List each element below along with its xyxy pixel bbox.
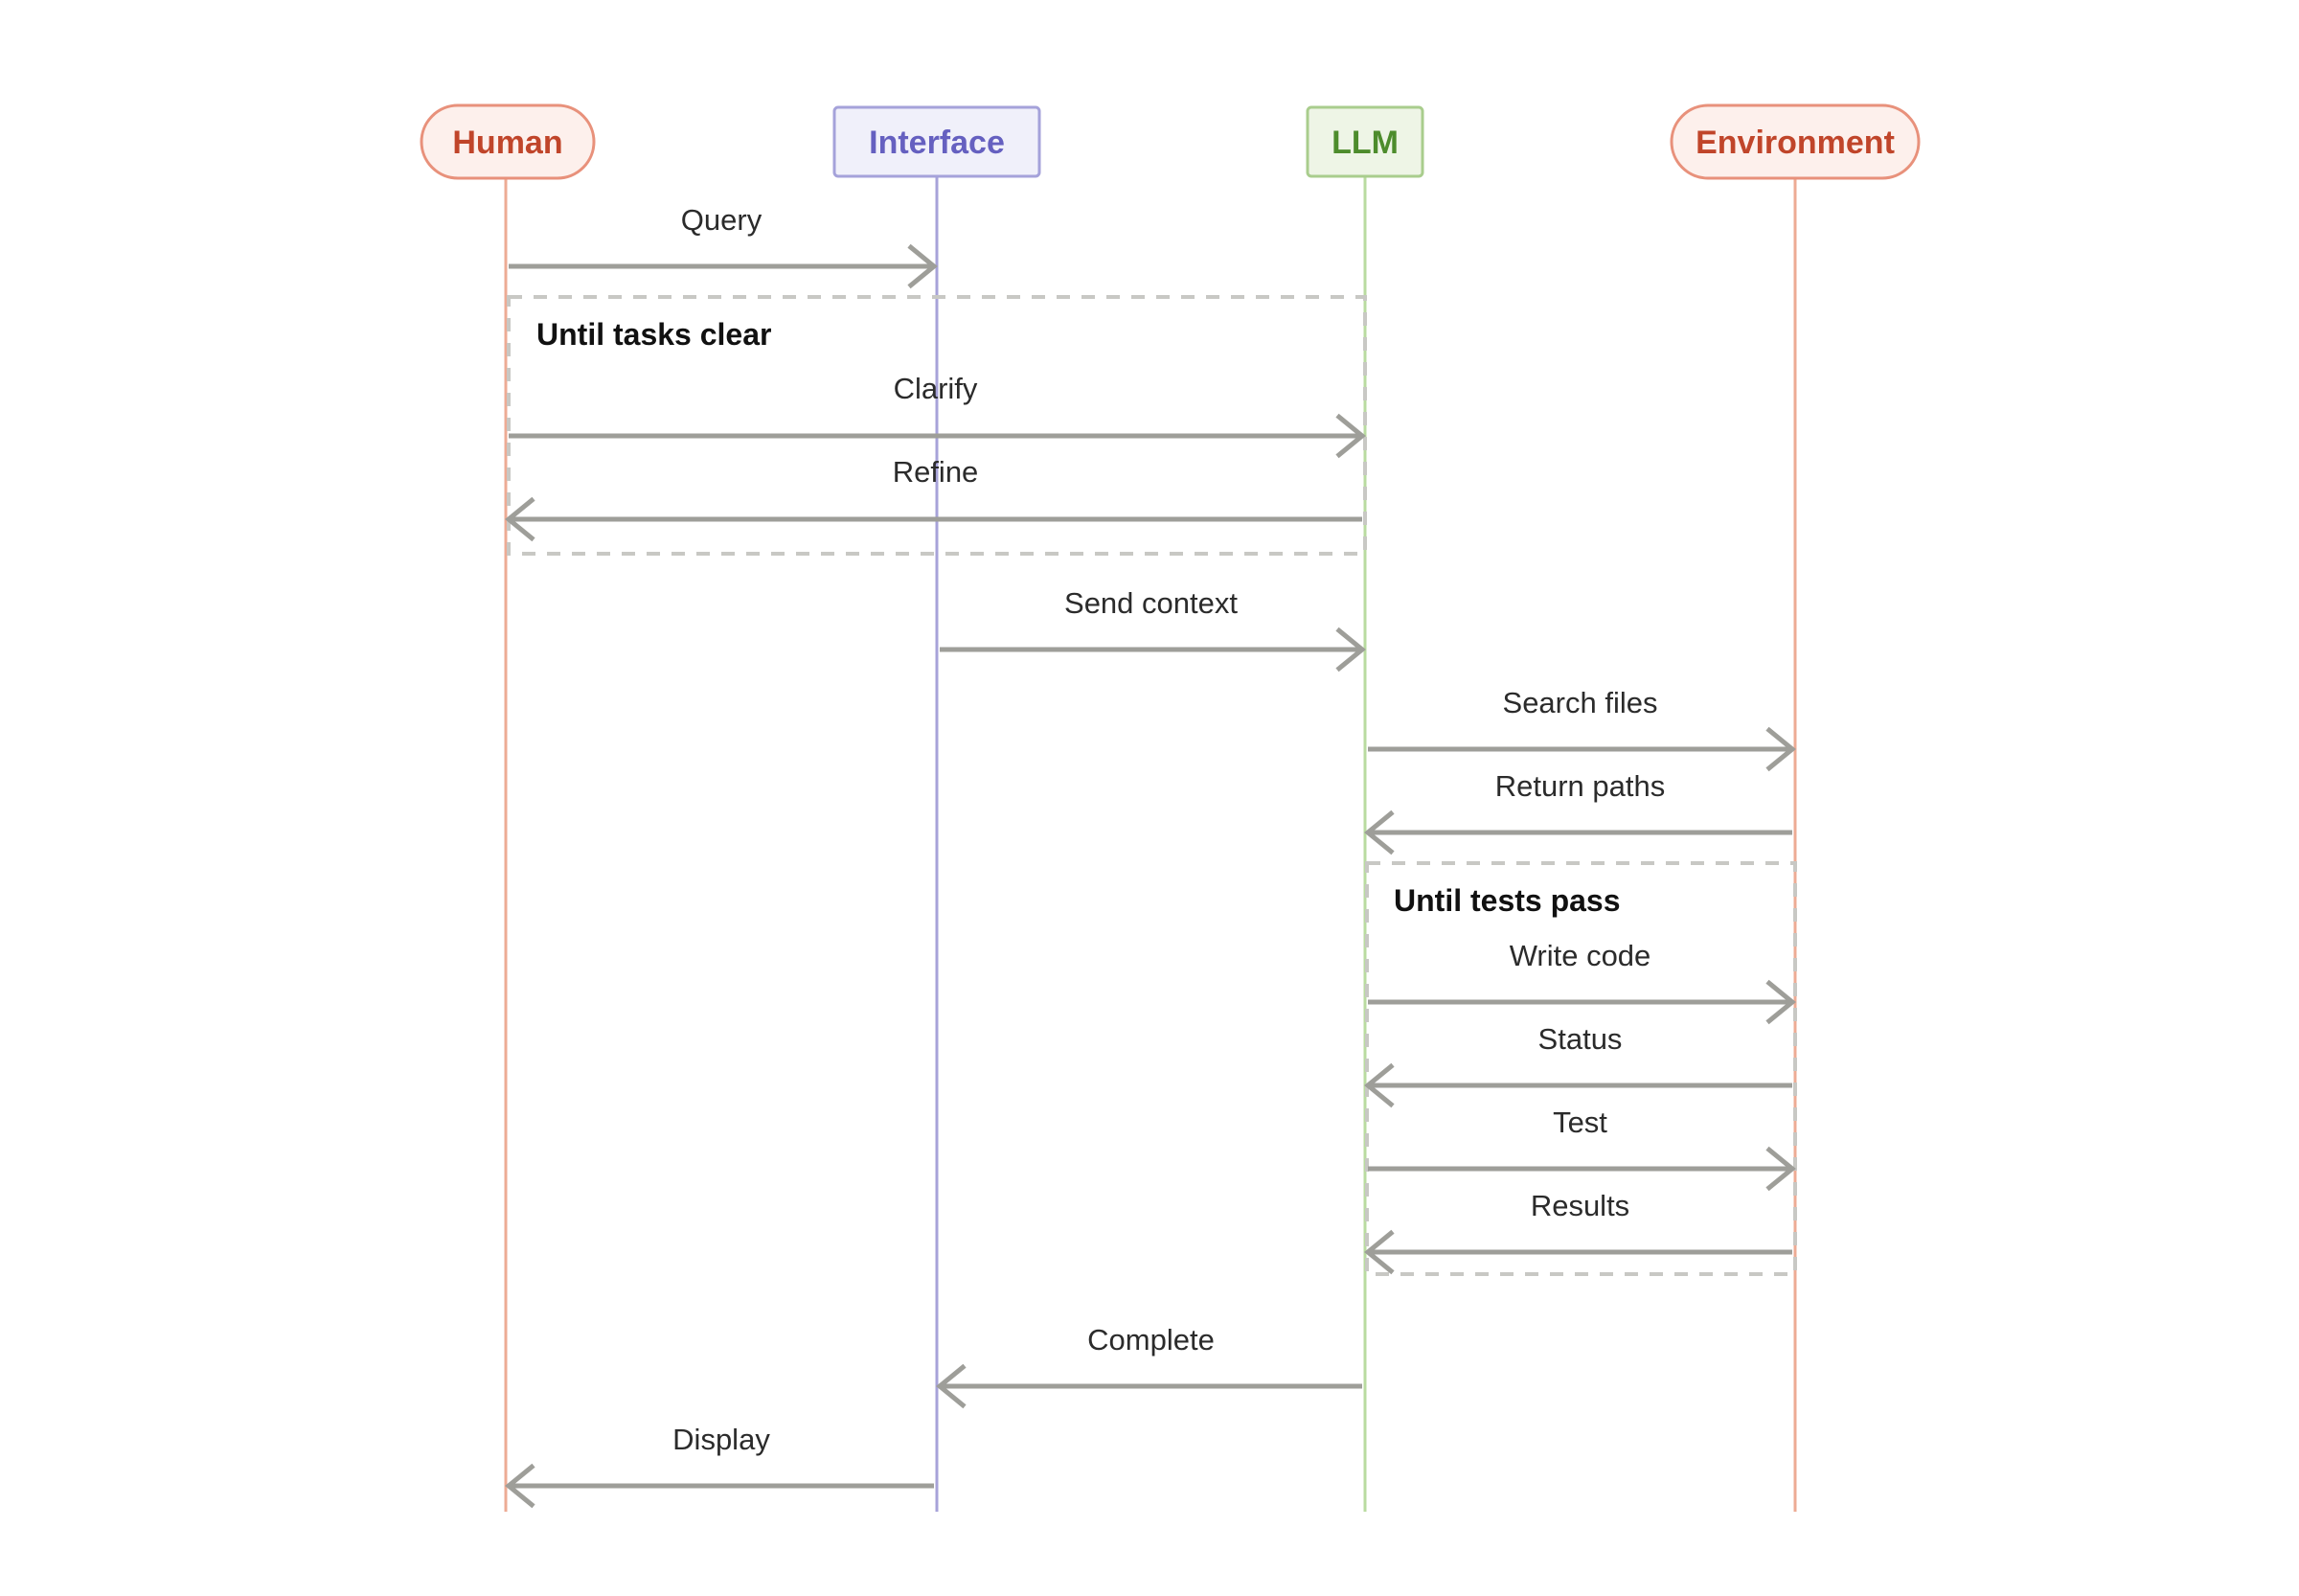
participant-human[interactable]: Human bbox=[420, 103, 596, 180]
message-label: Refine bbox=[893, 455, 979, 489]
message-label: Clarify bbox=[894, 372, 978, 405]
message-arrowhead bbox=[907, 243, 938, 289]
message-arrowhead bbox=[505, 1463, 535, 1509]
message-label: Search files bbox=[1503, 686, 1658, 719]
message-label: Test bbox=[1553, 1106, 1607, 1139]
participant-llm[interactable]: LLM bbox=[1306, 105, 1424, 178]
message-m6: Return paths bbox=[1364, 769, 1792, 855]
message-arrowhead bbox=[1765, 1146, 1796, 1192]
participant-shape-human[interactable] bbox=[420, 103, 596, 180]
participant-label-interface: Interface bbox=[869, 125, 1005, 161]
message-m1: Query bbox=[509, 203, 938, 289]
message-m9: Test bbox=[1368, 1106, 1796, 1192]
message-m7: Write code bbox=[1368, 939, 1796, 1025]
message-arrowhead bbox=[1335, 413, 1366, 459]
message-label: Write code bbox=[1510, 939, 1651, 972]
participant-shape-llm[interactable] bbox=[1306, 105, 1424, 178]
message-arrowhead bbox=[936, 1363, 967, 1409]
message-label: Display bbox=[672, 1423, 770, 1456]
message-label: Return paths bbox=[1495, 769, 1666, 803]
message-label: Status bbox=[1538, 1022, 1623, 1056]
message-arrowhead bbox=[505, 496, 535, 542]
participants-layer: Human Interface LLM Environment bbox=[420, 103, 1921, 180]
message-label: Complete bbox=[1087, 1323, 1215, 1357]
message-arrowhead bbox=[1335, 627, 1366, 673]
message-arrowhead bbox=[1765, 726, 1796, 772]
message-arrowhead bbox=[1364, 1229, 1395, 1275]
participant-label-human: Human bbox=[452, 125, 562, 161]
loop-block-loop-tests bbox=[1365, 861, 1797, 1276]
message-m2: Clarify bbox=[509, 372, 1366, 459]
message-arrowhead bbox=[1765, 979, 1796, 1025]
loop-block-loop-tasks bbox=[507, 295, 1367, 556]
participant-shape-interface[interactable] bbox=[832, 105, 1041, 178]
participant-shape-environment[interactable] bbox=[1670, 103, 1921, 180]
message-arrowhead bbox=[1364, 809, 1395, 855]
message-m11: Complete bbox=[936, 1323, 1362, 1409]
participant-interface[interactable]: Interface bbox=[832, 105, 1041, 178]
message-m5: Search files bbox=[1368, 686, 1796, 772]
message-m8: Status bbox=[1364, 1022, 1792, 1108]
message-m3: Refine bbox=[505, 455, 1362, 542]
message-m12: Display bbox=[505, 1423, 934, 1509]
participant-label-environment: Environment bbox=[1696, 125, 1895, 161]
message-m10: Results bbox=[1364, 1189, 1792, 1275]
message-m4: Send context bbox=[940, 586, 1366, 673]
lifelines-layer bbox=[504, 176, 1797, 1512]
loop-label-loop-tests: Until tests pass bbox=[1394, 883, 1621, 918]
participant-label-llm: LLM bbox=[1332, 125, 1399, 161]
message-label: Send context bbox=[1064, 586, 1238, 620]
participant-environment[interactable]: Environment bbox=[1670, 103, 1921, 180]
loop-label-loop-tasks: Until tasks clear bbox=[536, 317, 771, 352]
message-arrowhead bbox=[1364, 1062, 1395, 1108]
message-label: Results bbox=[1531, 1189, 1629, 1222]
message-label: Query bbox=[681, 203, 763, 237]
